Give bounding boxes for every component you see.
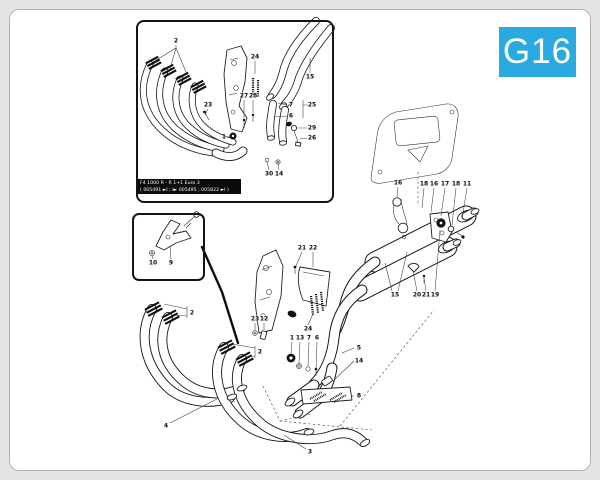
- model-caption-line1: F4 1000 R - R 1+1 Euro 3: [140, 180, 200, 186]
- top-inset-box: [136, 20, 334, 203]
- model-caption-line2: ( 005491 ►I ; I► 005495 ; 005822 ►I ): [140, 187, 229, 193]
- model-caption: F4 1000 R - R 1+1 Euro 3 ( 005491 ►I ; I…: [138, 179, 241, 194]
- page-code-badge: G16: [499, 27, 576, 77]
- inset-top-drawing: [139, 17, 335, 171]
- leader-lines: [163, 186, 468, 450]
- main-drawing: [139, 103, 480, 450]
- rear-rack-drawing: [370, 103, 459, 184]
- inset-pointer-line: [200, 245, 240, 345]
- bracket-inset-box: [132, 213, 205, 281]
